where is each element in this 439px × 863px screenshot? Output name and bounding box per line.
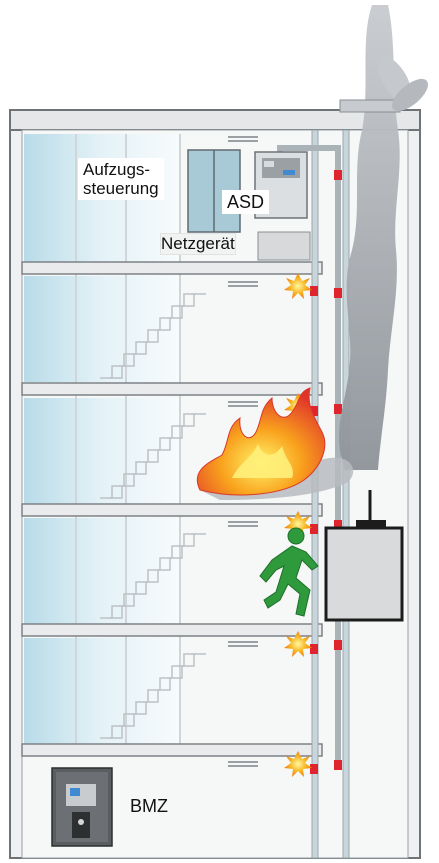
windows [24,134,180,746]
fan-icon [340,51,433,116]
power-supply-unit [258,232,310,260]
elevator-control-label: Aufzugs- steuerung [78,158,164,200]
elevator-control-label-line2: steuerung [83,179,159,198]
power-supply-label: Netzgerät [160,233,236,255]
elevator-control-label-line1: Aufzugs- [83,160,159,179]
asd-label: ASD [222,190,269,214]
bmz-label: BMZ [130,796,168,816]
bmz-panel [52,768,112,846]
